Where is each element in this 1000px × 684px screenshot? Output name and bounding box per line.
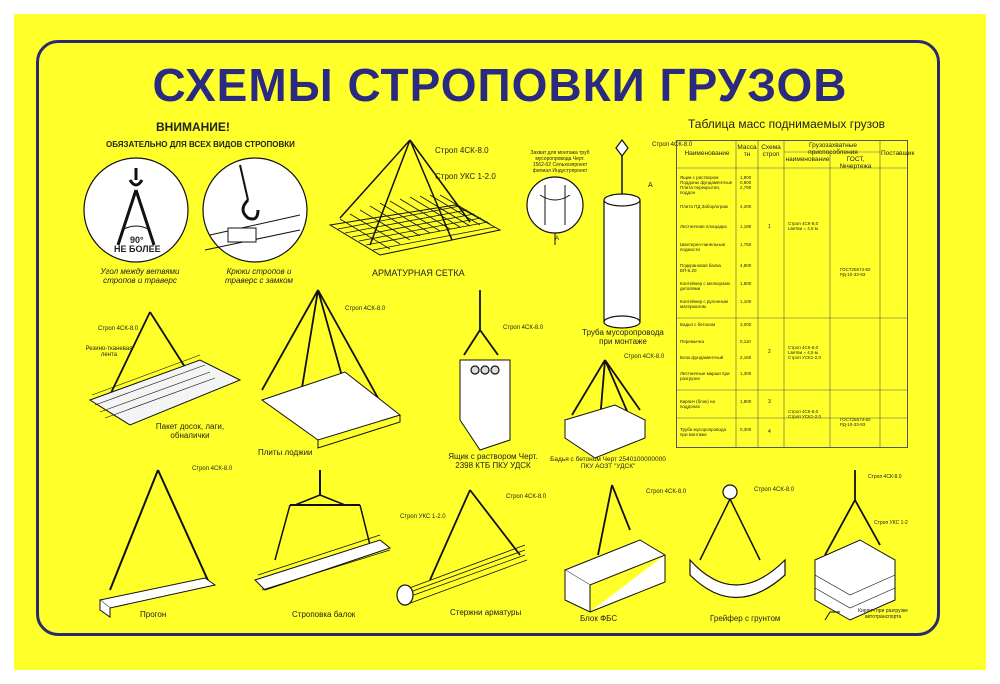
th-mass: Масса тн [737, 144, 757, 159]
th-name: Наименование [684, 150, 730, 157]
row-5-name: Контейнер с мелкоразм. деталями [680, 281, 731, 291]
concrete-tub-drawing [563, 359, 647, 459]
row-11-mass: 1,800 [740, 399, 752, 404]
pipe-marker: А [648, 182, 653, 189]
hook-circle [202, 157, 308, 263]
row-9-mass: 2,160 [740, 355, 752, 360]
row-7-name: Бадья с бетоном [680, 322, 716, 327]
beams-drawing [254, 470, 392, 591]
row-3-mass: 1,750 [740, 242, 752, 247]
fbs-caption: Блок ФБС [580, 614, 618, 623]
row-6-mass: 1,100 [740, 299, 752, 304]
scheme-3: 3 [768, 399, 771, 405]
row-0-name: Ящик с раствором Поддоны фундаментные Пл… [680, 175, 733, 195]
row-8-mass: 0,110 [740, 339, 751, 344]
pipe-sling: Строп 4СК-8.0 [652, 142, 693, 148]
row-7-mass: 3,000 [740, 322, 752, 327]
grab-drawing [689, 484, 786, 598]
mesh-drawing [328, 139, 502, 256]
th-supplier: Поставщик [881, 150, 915, 157]
rebar-caption: Стержни арматуры [450, 608, 522, 617]
fbs-sling: Строп 4СК-8.0 [646, 489, 687, 495]
device-1: Строп 4СК-8,0 Lветви = 4,5 м [788, 221, 819, 231]
gost-1: ГОСТ25573-82 РД-10-33-93 [840, 267, 871, 277]
mass-table [676, 140, 908, 448]
row-1-name: Плита ПД Забор/ограж [680, 204, 728, 209]
scheme-1: 1 [768, 224, 771, 230]
table-grid [676, 140, 908, 448]
mesh-caption: АРМАТУРНАЯ СЕТКА [372, 268, 465, 278]
caption-hooks: Крюки стропов и траверс с замком [224, 267, 294, 285]
gost-2: ГОСТ25573-82 РД-10-33-93 [840, 417, 871, 427]
row-4-name: Подкрановая балка БП-6,20 [680, 263, 721, 273]
attention-heading: ВНИМАНИЕ! [156, 120, 230, 134]
loggia-sling: Строп 4СК-8.0 [345, 306, 386, 312]
purlin-drawing [98, 469, 217, 618]
mortar-box-caption: Ящик с раствором Черт. 2398 КТБ ПКУ УДСК [448, 452, 538, 470]
row-3-name: Шахтерно-панельные подмости [680, 242, 726, 252]
th-gost: ГОСТ, №чертежа [839, 156, 872, 171]
angle-circle [83, 157, 189, 263]
pipe-grip-drawing [526, 176, 584, 245]
mesh-sling-2: Строп УКС 1-2.0 [435, 172, 496, 181]
row-2-mass: 1,180 [740, 224, 752, 229]
bricks-caption: Кирпич при разгрузке автотранспорта [858, 608, 908, 620]
fbs-drawing [563, 484, 667, 613]
th-devices: Грузозахватные приспособления [808, 142, 858, 157]
boards-sling: Строп 4СК-8.0 [98, 326, 139, 332]
loggia-drawing [260, 289, 402, 449]
mortar-box-sling: Строп 4СК-8.0 [503, 325, 544, 331]
angle-label-top: 90° [130, 235, 144, 245]
table-title: Таблица масс поднимаемых грузов [688, 117, 886, 131]
caption-angle: Угол между ветвями стропов и траверс [100, 267, 180, 285]
th-scheme: Схема строп [761, 144, 781, 159]
mortar-box-drawing [459, 290, 511, 451]
pipe-grip-note: Захват для монтажа труб мусоропровода Че… [530, 150, 590, 174]
grab-sling: Строп 4СК-8.0 [754, 487, 795, 493]
pipe-drawing [603, 139, 641, 329]
concrete-tub-sling: Строп 4СК-8.0 [624, 354, 665, 360]
poster-title: СХЕМЫ СТРОПОВКИ ГРУЗОВ [152, 59, 848, 111]
pipe-caption: Труба мусоропровода при монтаже [582, 328, 664, 346]
row-1-mass: 4,200 [740, 204, 752, 209]
row-11-name: Кирпич (блок) на поддонах [680, 399, 715, 409]
bricks-sling-1: Строп 4СК-8.0 [868, 474, 902, 480]
row-12-mass: 0,300 [740, 427, 752, 432]
device-3: Строп 4СК-8,0 Строп УСК1-2,0 [788, 409, 821, 419]
device-2: Строп 4СК-8,0 Lветви = 4,5 м Строп УСК1-… [788, 345, 821, 360]
rebar-sling-1: Строп УКС 1-2.0 [400, 514, 446, 520]
row-0-mass: 1,800 0,800 2,790 [740, 175, 752, 190]
poster-frame [36, 40, 940, 636]
loggia-caption: Плиты лоджии [258, 448, 313, 457]
boards-drawing [88, 311, 242, 426]
row-10-name: Лестничные марши при разгрузке [680, 371, 730, 381]
pipe-section: А [555, 236, 560, 242]
bricks-sling-2: Строп УКС 1-2 [874, 520, 908, 526]
th-dev-name: наименование [785, 156, 830, 163]
row-6-name: Контейнер с рулонным материалом [680, 299, 728, 309]
scheme-2: 2 [768, 349, 771, 355]
scheme-4: 4 [768, 429, 771, 435]
row-5-mass: 1,800 [740, 281, 752, 286]
angle-label-bottom: НЕ БОЛЕЕ [114, 244, 161, 254]
attention-subheading: ОБЯЗАТЕЛЬНО ДЛЯ ВСЕХ ВИДОВ СТРОПОВКИ [106, 140, 295, 149]
concrete-tub-caption: Бадья с бетоном Черт 2540100000000 ПКУ А… [550, 456, 666, 470]
row-9-name: Блок фундаментный [680, 355, 724, 360]
grab-caption: Грейфер с грунтом [710, 614, 781, 623]
mesh-sling-1: Строп 4СК-8.0 [435, 146, 489, 155]
row-4-mass: 4,800 [740, 263, 752, 268]
row-12-name: Труба мусоропровода при монтаже [680, 427, 726, 437]
row-2-name: Лестничная площадка [680, 224, 727, 229]
rebar-drawing [396, 489, 528, 606]
beams-caption: Строповка балок [292, 610, 356, 619]
row-8-name: Перемычка [680, 339, 704, 344]
bricks-drawing [813, 470, 897, 621]
boards-tie: Резино-тканевая лента [85, 346, 133, 358]
rebar-sling-2: Строп 4СК-8.0 [506, 494, 547, 500]
purlin-sling: Строп 4СК-8.0 [192, 466, 233, 472]
purlin-caption: Прогон [140, 610, 167, 619]
row-10-mass: 1,300 [740, 371, 752, 376]
boards-caption: Пакет досок, лаги, обналички [155, 422, 225, 440]
